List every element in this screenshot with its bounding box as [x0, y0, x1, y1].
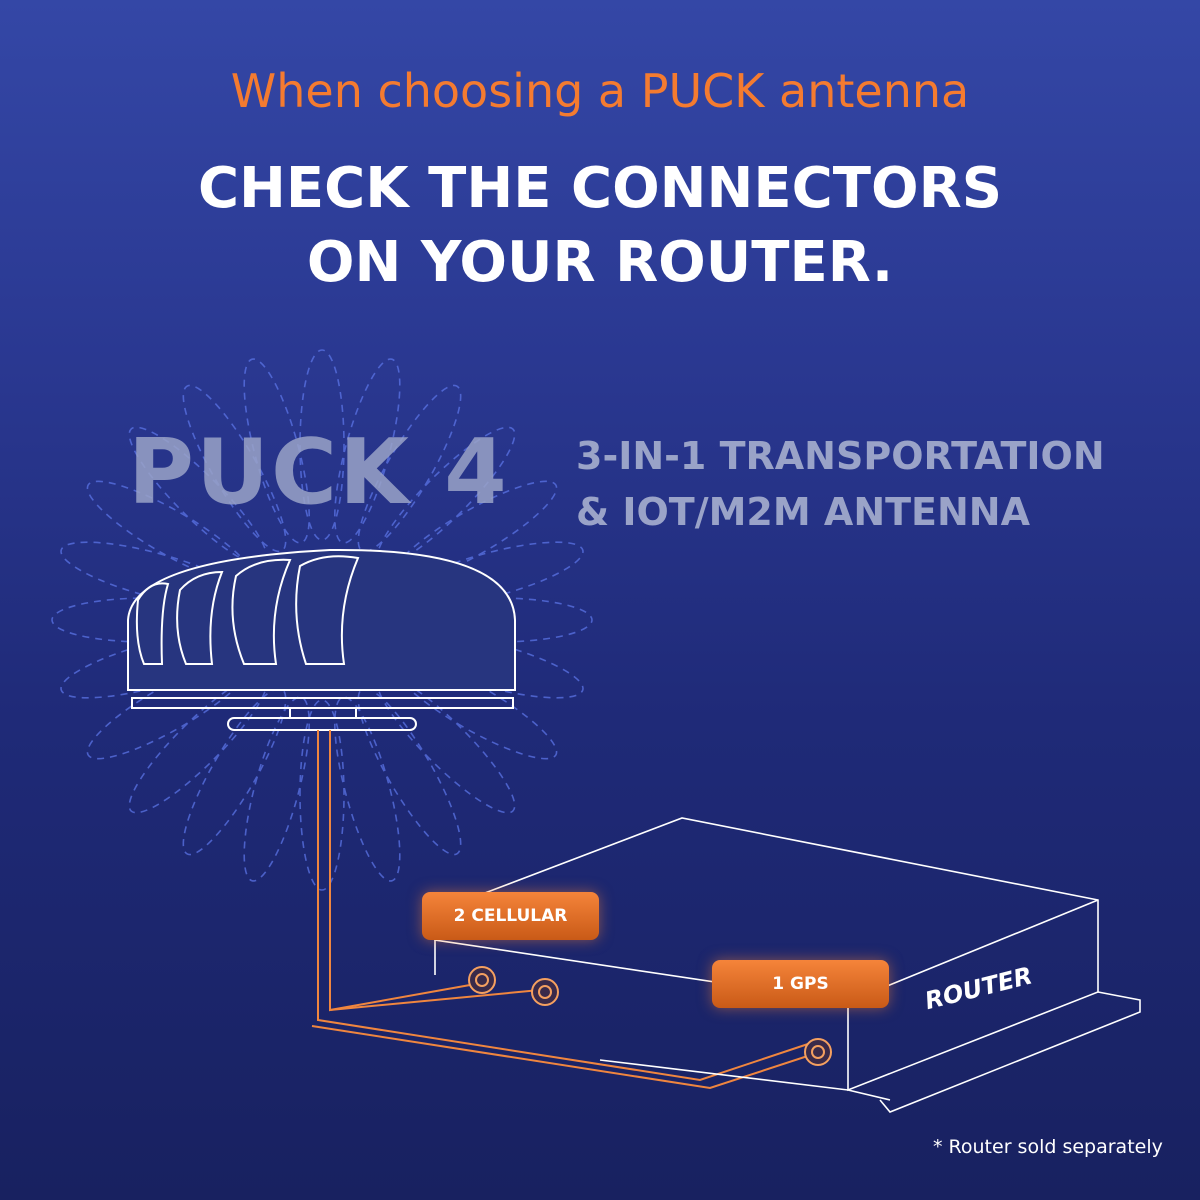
signal-petal	[375, 673, 516, 814]
signal-petal	[389, 480, 558, 585]
signal-petal	[299, 349, 345, 541]
gps-label: 1 GPS	[712, 960, 889, 1008]
signal-petal	[128, 673, 269, 814]
signal-petal	[299, 699, 345, 891]
headline-line-1: CHECK THE CONNECTORS	[197, 156, 1003, 221]
product-subtitle-line-2: & IOT/M2M ANTENNA	[576, 490, 1031, 534]
signal-petal	[357, 384, 462, 553]
footnote: * Router sold separately	[933, 1136, 1163, 1158]
product-subtitle-line-1: 3-IN-1 TRANSPORTATION	[576, 434, 1105, 478]
cellular-label: 2 CELLULAR	[422, 892, 599, 940]
product-model: PUCK 4	[128, 420, 509, 525]
signal-petal	[375, 426, 516, 567]
product-subtitle: 3-IN-1 TRANSPORTATION & IOT/M2M ANTENNA	[576, 428, 1105, 540]
signal-petal	[182, 687, 287, 856]
signal-petal	[128, 426, 269, 567]
signal-petal	[243, 358, 311, 544]
antenna-cables	[311, 730, 827, 1090]
signal-petal	[333, 358, 401, 544]
router-box-icon	[434, 817, 1141, 1113]
signal-petal	[333, 696, 401, 882]
tagline: When choosing a PUCK antenna	[230, 64, 970, 118]
puck-antenna-icon	[127, 548, 516, 731]
signal-petal	[182, 384, 287, 553]
signal-petal	[86, 480, 255, 585]
connector-icons	[468, 966, 832, 1066]
signal-petal	[243, 696, 311, 882]
signal-burst-icon	[51, 349, 593, 891]
headline: CHECK THE CONNECTORS ON YOUR ROUTER.	[0, 152, 1200, 300]
headline-line-2: ON YOUR ROUTER.	[306, 230, 894, 295]
signal-petal	[357, 687, 462, 856]
